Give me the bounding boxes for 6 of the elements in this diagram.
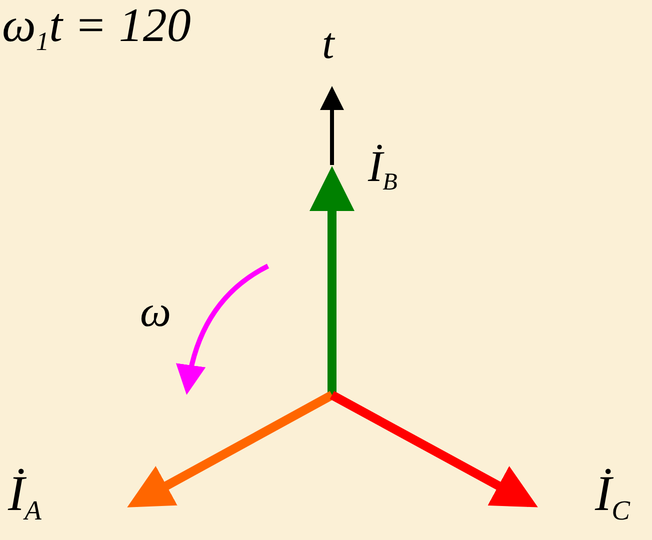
angular-velocity-label: ω: [140, 290, 172, 334]
phasor-label: İ$_{B}$: [368, 145, 398, 195]
axis-label: t: [322, 22, 334, 66]
phasor-label: İ$_{C}$: [595, 468, 630, 524]
angle-equation: ω$_{1}$t = 120: [2, 2, 191, 55]
phasor-label: İ$_{A}$: [8, 468, 42, 524]
